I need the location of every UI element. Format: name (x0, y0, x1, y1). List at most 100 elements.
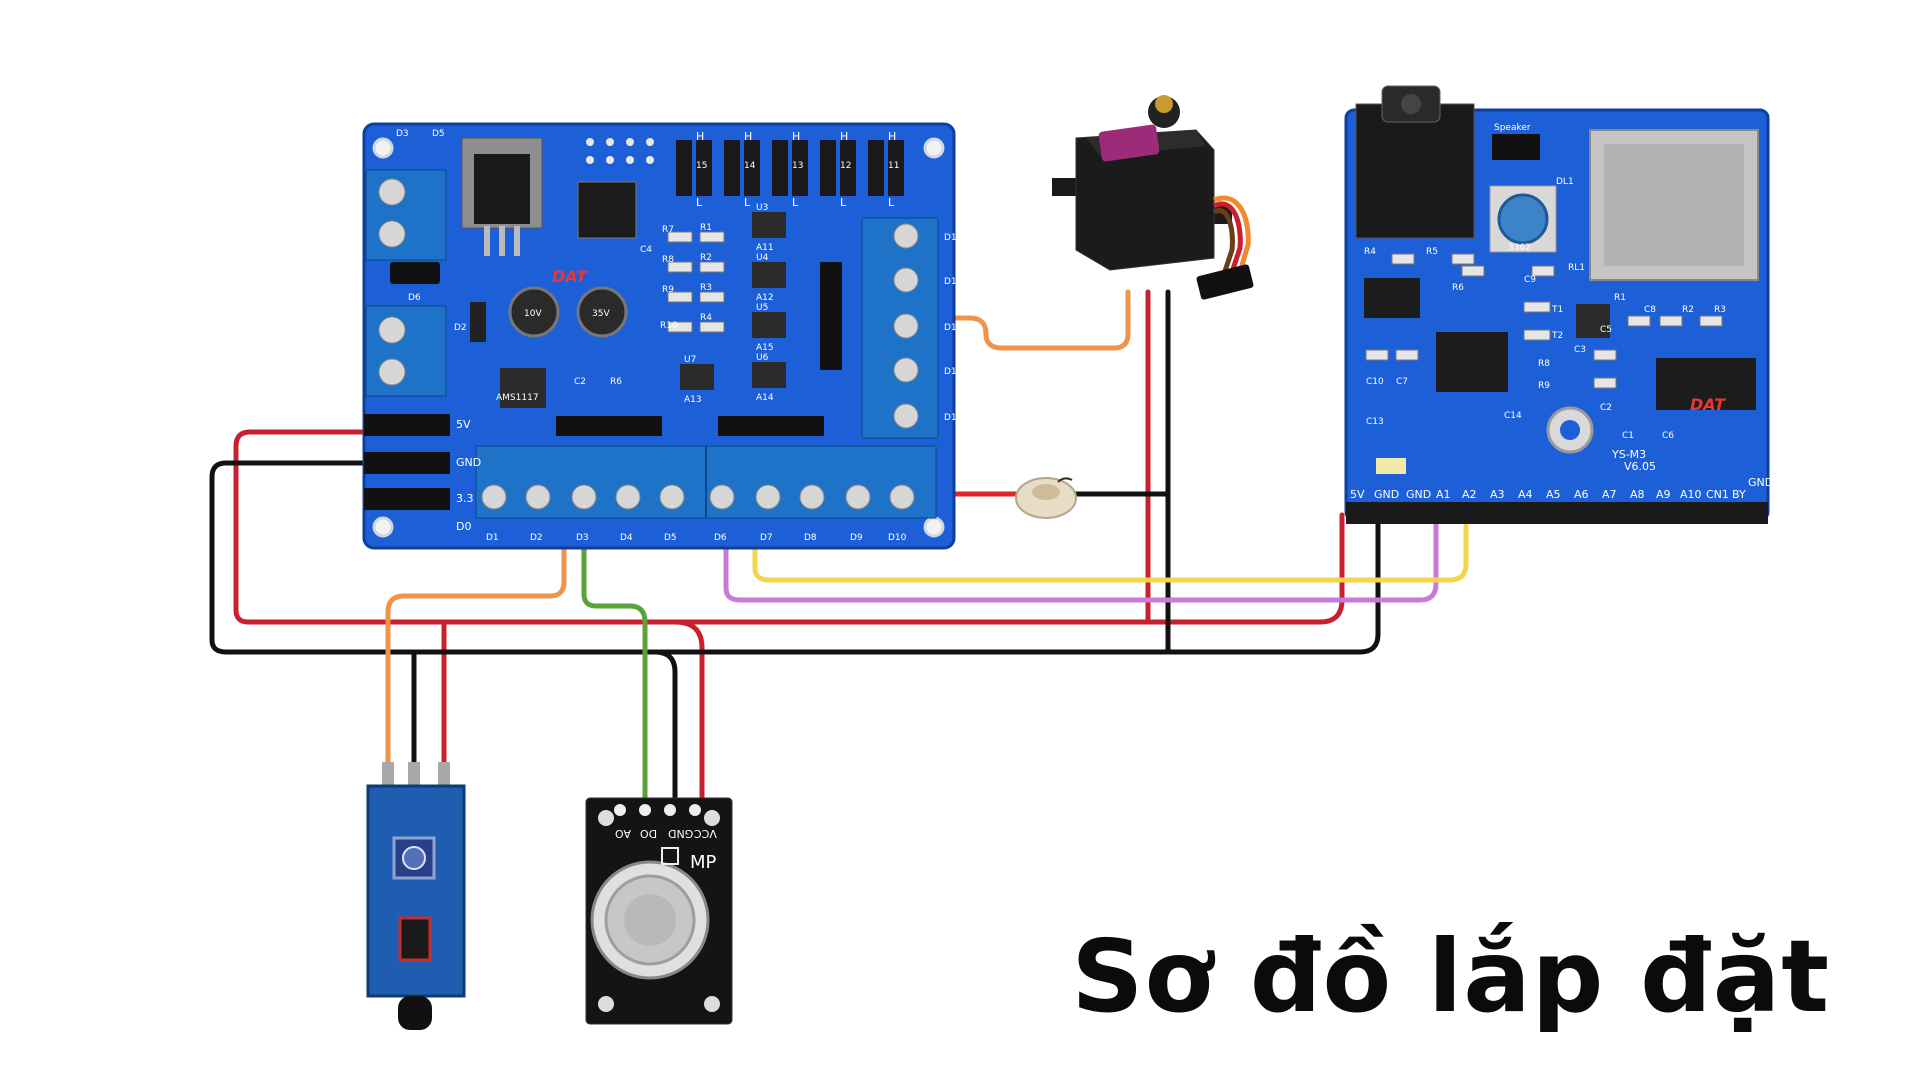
wire-5v-gas (672, 619, 705, 808)
pin-label-a7: A7 (1602, 488, 1617, 501)
component-label: RL1 (1568, 263, 1585, 273)
wire-gnd-bus (209, 460, 1381, 655)
component-label: D6 (408, 293, 421, 303)
pin-label-a10: A10 (1680, 488, 1702, 501)
terminal-label-d4: D4 (620, 533, 633, 543)
pin-label-gnd: GND (1374, 488, 1399, 501)
controller-board: 10V 35V (362, 122, 963, 550)
component-label: U7 (684, 355, 696, 365)
audio-pin-labels: 5V GND GND A1 A2 A3 A4 A5 A6 A7 A8 A9 A1… (1350, 476, 1773, 501)
wire-5v-bus (233, 429, 1345, 625)
component-label: R9 (662, 285, 674, 295)
diagram-title: Sơ đồ lắp đặt (1071, 918, 1830, 1035)
terminal-label-d7: D7 (760, 533, 773, 543)
component-label: D5 (432, 129, 445, 139)
terminal-label-d1: D1 (486, 533, 499, 543)
terminal-label-d11: D11 (944, 413, 962, 423)
pin-label-a3: A3 (1490, 488, 1505, 501)
audio-component-labels: Speaker DL1 R4 R5 R6 C9 RL1 T1 T2 R1 C8 … (1364, 123, 1726, 441)
terminal-label-d14: D14 (944, 277, 963, 287)
controller-header-labels: H 15 L H 14 L H 13 L H 12 L H 11 L (696, 130, 899, 209)
header-label: 15 (696, 161, 707, 171)
wire-audio-a1 (723, 427, 1439, 603)
wire-audio-a2 (752, 427, 1469, 583)
audio-logo: DAT (1690, 395, 1726, 414)
terminal-label-d5: D5 (664, 533, 677, 543)
component-label: C2 (1600, 403, 1612, 413)
servo-motor (1052, 95, 1254, 300)
wire-servo-signal (839, 289, 1131, 351)
component-label: D2 (454, 323, 467, 333)
header-label: 14 (744, 161, 756, 171)
wires (209, 289, 1469, 808)
component-label: R1 (700, 223, 712, 233)
component-label: A13 (684, 395, 702, 405)
audio-version: V6.05 (1624, 460, 1656, 473)
wire-gnd-gas (652, 649, 678, 808)
header-label: H (744, 130, 752, 143)
component-label: U5 (756, 303, 768, 313)
controller-terminal-labels: D1 D2 D3 D4 D5 D6 D7 D8 D9 D10 D15 D14 D… (486, 233, 963, 543)
component-label: 3362 (1508, 243, 1531, 253)
header-label: L (792, 196, 799, 209)
gas-sensor: MP AO DO GND VCC (585, 797, 733, 1025)
controller-logo: DAT (552, 267, 588, 286)
terminal-label-d12: D12 (944, 367, 962, 377)
pin-label-by: BY (1732, 488, 1746, 501)
header-label: 13 (792, 161, 803, 171)
component-label: C7 (1396, 377, 1408, 387)
component-label: U4 (756, 253, 769, 263)
component-label: R4 (1364, 247, 1376, 257)
component-label: DL1 (1556, 177, 1574, 187)
gas-sensor-pin-labels: AO DO GND VCC (615, 827, 717, 840)
pin-label-vcc: VCC (694, 827, 717, 840)
pin-label-5v: 5V (1350, 488, 1365, 501)
terminal-label-d10: D10 (888, 533, 907, 543)
component-label: Speaker (1494, 123, 1531, 133)
component-label: C5 (1600, 325, 1612, 335)
component-label: A15 (756, 343, 774, 353)
component-label: C9 (1524, 275, 1536, 285)
pin-label-gnd: GND (1406, 488, 1431, 501)
pin-label-a9: A9 (1656, 488, 1671, 501)
pin-label-a6: A6 (1574, 488, 1589, 501)
terminal-label-d3: D3 (576, 533, 589, 543)
wire-gas-signal (581, 427, 648, 808)
ir-sensor (366, 762, 466, 1030)
terminal-label-d8: D8 (804, 533, 817, 543)
terminal-label-d13: D13 (944, 323, 962, 333)
component-label: C4 (640, 245, 652, 255)
component-label: R3 (700, 283, 712, 293)
component-label: C14 (1504, 411, 1522, 421)
component-label: C6 (1662, 431, 1674, 441)
pin-label-gnd: GND (1748, 476, 1773, 489)
terminal-label-d9: D9 (850, 533, 863, 543)
header-label: H (840, 130, 848, 143)
component-label: R7 (662, 225, 674, 235)
component-label: R9 (1538, 381, 1550, 391)
svg-text:10V: 10V (524, 309, 542, 319)
component-label: C2 (574, 377, 586, 387)
header-label: 12 (840, 161, 851, 171)
pin-label-a1: A1 (1436, 488, 1451, 501)
component-label: A14 (756, 393, 774, 403)
header-label: H (792, 130, 800, 143)
component-label: R1 (1614, 293, 1626, 303)
controller-side-label-5v: 5V (456, 418, 471, 431)
header-label: L (696, 196, 703, 209)
component-label: T2 (1551, 331, 1563, 341)
audio-module: DAT YS-M3 V6.05 Speaker DL1 R4 R5 R6 C9 … (1344, 85, 1773, 524)
pin-label-a4: A4 (1518, 488, 1533, 501)
gas-sensor-model-label: MP (690, 852, 717, 873)
component-label: R2 (700, 253, 712, 263)
controller-component-labels: D3 D5 D6 D2 C2 R6 U3 U4 U5 U6 U7 A11 A12… (396, 129, 774, 405)
component-label: R3 (1714, 305, 1726, 315)
header-label: L (744, 196, 751, 209)
header-label: H (888, 130, 896, 143)
header-label: 11 (888, 161, 899, 171)
pin-label-do: DO (640, 827, 657, 840)
component-label: A11 (756, 243, 774, 253)
component-label: R6 (1452, 283, 1464, 293)
component-label: R4 (700, 313, 712, 323)
